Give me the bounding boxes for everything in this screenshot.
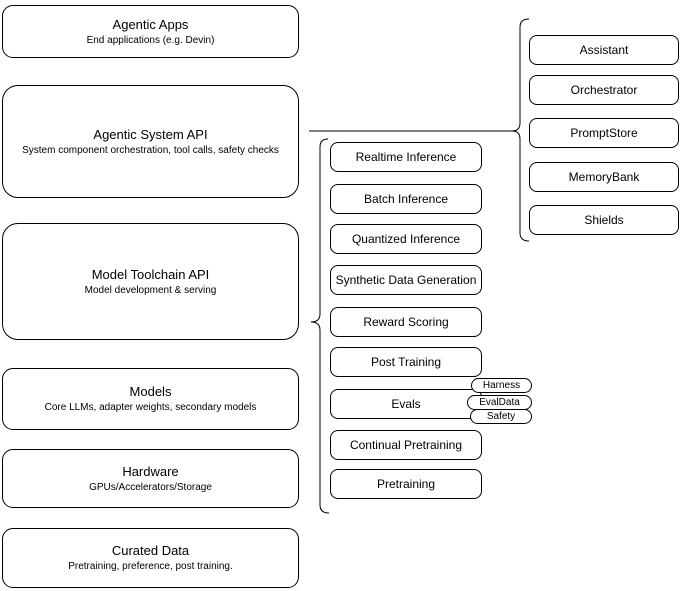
system-item-assistant: Assistant [529,35,679,65]
evals-tag-safety: Safety [470,409,532,424]
layer-title: Curated Data [111,543,190,558]
toolchain-item-realtime-inference: Realtime Inference [330,142,482,172]
toolchain-item-label: Batch Inference [363,192,449,206]
toolchain-item-post-training: Post Training [330,347,482,377]
toolchain-item-label: Pretraining [376,477,436,491]
layer-title: Hardware [122,463,179,479]
layer-model-toolchain-api: Model Toolchain API Model development & … [2,223,299,340]
layer-subtitle: Core LLMs, adapter weights, secondary mo… [44,402,257,413]
layer-title: Models [129,384,172,399]
layer-title: Model Toolchain API [91,266,210,282]
system-item-label: Orchestrator [570,83,638,97]
toolchain-item-label: Continual Pretraining [349,438,463,452]
toolchain-item-label: Evals [391,397,421,411]
system-components-bracket [511,18,530,242]
toolchain-item-label: Post Training [370,355,442,369]
layer-subtitle: GPUs/Accelerators/Storage [89,481,212,493]
layer-agentic-system-api: Agentic System API System component orch… [2,85,299,198]
toolchain-item-evals: Evals [330,389,482,419]
evals-tag-label: Harness [482,379,521,391]
toolchain-item-batch-inference: Batch Inference [330,184,482,214]
layer-models: Models Core LLMs, adapter weights, secon… [2,368,299,430]
layer-curated-data: Curated Data Pretraining, preference, po… [2,528,299,588]
toolchain-components-bracket [310,138,330,514]
toolchain-item-label: Quantized Inference [351,232,461,246]
system-item-promptstore: PromptStore [529,118,679,148]
toolchain-item-label: Realtime Inference [355,150,457,164]
evals-tag-evaldata: EvalData [467,395,532,410]
system-item-label: PromptStore [570,126,638,140]
toolchain-item-reward-scoring: Reward Scoring [330,307,482,337]
evals-tag-harness: Harness [471,378,532,393]
layer-subtitle: Model development & serving [84,284,217,296]
system-item-orchestrator: Orchestrator [529,75,679,105]
system-item-shields: Shields [529,205,679,235]
evals-tag-label: Safety [486,410,516,422]
toolchain-item-continual-pretraining: Continual Pretraining [330,430,482,460]
toolchain-item-label: Reward Scoring [363,315,449,329]
evals-tag-label: EvalData [479,396,520,408]
layer-subtitle: System component orchestration, tool cal… [22,144,279,156]
toolchain-item-label: Synthetic Data Generation [335,273,477,287]
layer-title: Agentic Apps [112,16,189,32]
toolchain-item-quantized-inference: Quantized Inference [330,224,482,254]
system-item-label: Shields [584,213,624,227]
layer-agentic-apps: Agentic Apps End applications (e.g. Devi… [2,5,299,58]
toolchain-item-pretraining: Pretraining [330,469,482,499]
layer-title: Agentic System API [93,126,208,142]
layer-subtitle: Pretraining, preference, post training. [68,561,233,572]
system-item-memorybank: MemoryBank [529,162,679,192]
system-item-label: Assistant [579,43,629,57]
system-item-label: MemoryBank [568,170,640,184]
toolchain-item-synthetic-data-generation: Synthetic Data Generation [330,265,482,295]
layer-subtitle: End applications (e.g. Devin) [86,34,215,46]
layer-hardware: Hardware GPUs/Accelerators/Storage [2,449,299,508]
